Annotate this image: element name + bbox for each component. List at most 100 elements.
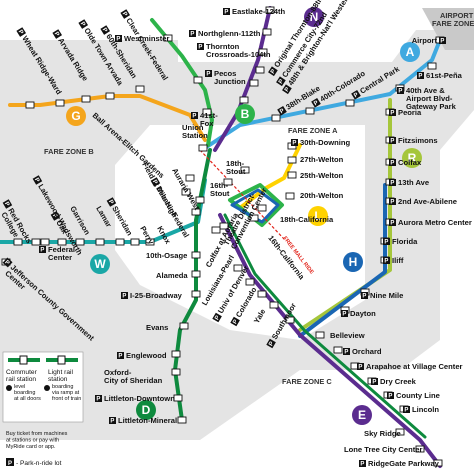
station-label-florida: Florida — [392, 237, 418, 246]
station-marker-18th-california — [257, 204, 267, 212]
station-label-belleview: Belleview — [330, 331, 365, 340]
line-b-track — [150, 18, 214, 147]
park-ride-letter: P — [360, 462, 364, 468]
park-ride-letter: P — [107, 199, 114, 205]
park-ride-icon — [282, 84, 292, 95]
park-ride-icon — [115, 35, 122, 42]
park-ride-icon — [191, 112, 198, 119]
line-d-parallel-track — [223, 213, 427, 439]
line-r-letter: R — [408, 151, 417, 165]
station-label-line: RidgeGate Parkway — [368, 459, 440, 468]
park-ride-icon — [230, 316, 240, 327]
station-marker-field-mile-high — [181, 188, 191, 196]
station-marker-alameda — [191, 270, 201, 278]
station-marker-41st-fox — [202, 108, 212, 116]
park-ride-icon — [189, 30, 196, 37]
station-marker-ball-arena — [185, 174, 195, 182]
station-label-line: Junction — [214, 77, 246, 86]
station-marker-orchard — [333, 346, 343, 354]
station-marker-louisiana — [233, 264, 243, 272]
park-ride-icon — [387, 392, 394, 399]
park-ride-icon — [389, 109, 396, 116]
station-marker-wheat-ridge — [25, 101, 35, 109]
station-marker-lakewood — [40, 238, 50, 246]
station-marker-union — [198, 144, 208, 152]
station-label-dry-creek: Dry Creek — [380, 377, 417, 386]
station-label-line: Union — [182, 123, 204, 132]
station-label-10th-osage: 10th-Osage — [146, 251, 187, 260]
park-ride-letter: P — [313, 100, 320, 107]
park-ride-icon — [95, 395, 102, 402]
line-n-badge — [304, 7, 324, 27]
park-ride-icon — [205, 70, 212, 77]
station-marker-16th-stout — [223, 178, 233, 186]
park-ride-icon — [276, 76, 286, 87]
line-b-letter: B — [241, 107, 250, 121]
legend-box — [2, 351, 84, 423]
park-ride-letter: P — [3, 260, 10, 267]
station-label-line: Arapahoe at Village Center — [366, 362, 463, 371]
park-ride-icon — [389, 159, 396, 166]
legend-parking-icon — [6, 458, 14, 466]
station-label-line: Dry Creek — [380, 377, 417, 386]
station-label-line: 13th Ave — [398, 178, 429, 187]
park-ride-icon — [389, 198, 396, 205]
park-ride-letter: P — [151, 179, 158, 185]
line-h-track — [298, 183, 387, 338]
line-h-badge — [343, 252, 363, 272]
station-label-line: Station — [182, 131, 208, 140]
station-label-line: Airport Blvd- — [406, 94, 453, 103]
park-ride-letter: P — [3, 201, 10, 207]
station-marker-central-park — [345, 99, 355, 107]
station-marker-knox — [145, 238, 155, 246]
legend-buy-line3: MyRide card or app. — [6, 444, 56, 450]
station-label-northglenn: Northglenn-112th — [198, 29, 261, 38]
station-label-27th-welton: 27th-Welton — [300, 155, 344, 164]
station-marker-ridgegate — [433, 459, 443, 467]
legend-ramp-label: boarding via ramp at front of train — [52, 384, 81, 402]
station-marker-auraria-west — [195, 196, 205, 204]
legend-parking-letter: P — [8, 461, 12, 467]
park-ride-letter: P — [17, 29, 24, 36]
park-ride-icon — [212, 312, 222, 323]
legend-level-line2: boarding — [14, 390, 35, 396]
park-ride-letter: P — [116, 37, 120, 43]
station-label-nine-mile: Nine Mile — [370, 291, 403, 300]
station-marker-clear-creek — [135, 85, 145, 93]
station-marker-yale — [269, 301, 279, 309]
fare-zone-a-area — [115, 125, 365, 340]
station-label-line: Westminster — [124, 34, 169, 43]
park-ride-icon — [268, 66, 278, 77]
station-marker-sheridan — [115, 238, 125, 246]
station-marker-lone-tree — [415, 445, 425, 453]
station-label-40th-airport: 40th Ave &Airport Blvd-Gateway Park — [406, 86, 457, 111]
station-label-littleton-downtown: Littleton-Downtown — [104, 394, 175, 403]
park-ride-icon — [383, 238, 390, 245]
station-marker-18th-stout — [240, 166, 250, 174]
legend-level-icon — [6, 385, 12, 391]
line-e-letter: E — [358, 408, 366, 422]
legend-buy-line1: Buy ticket from machines — [6, 431, 68, 437]
station-marker-eastlake — [265, 6, 275, 14]
station-label-25th-welton: 25th-Welton — [300, 171, 344, 180]
park-ride-letter: P — [40, 248, 44, 254]
station-marker-colorado — [257, 290, 267, 298]
park-ride-icon — [121, 292, 128, 299]
park-ride-icon — [223, 8, 230, 15]
station-label-line: 2nd Ave-Abilene — [398, 197, 457, 206]
station-label-line: Englewood — [126, 351, 167, 360]
line-d-badge — [136, 400, 156, 420]
station-label-30th-downing: 30th-Downing — [300, 138, 351, 147]
station-marker-sky-ridge — [395, 428, 405, 436]
park-ride-icon — [2, 199, 13, 209]
station-label-fitzsimons: Fitzsimons — [398, 136, 438, 145]
park-ride-icon — [277, 105, 287, 116]
station-label-line: Center — [48, 253, 72, 262]
station-marker-original-thornton — [255, 66, 265, 74]
station-label-line: Aurora Metro Center — [398, 218, 472, 227]
park-ride-letter: P — [384, 240, 388, 246]
station-marker-16th-california — [249, 214, 259, 222]
line-e-badge — [352, 405, 372, 425]
station-label-line: 61st-Peña — [426, 71, 463, 80]
